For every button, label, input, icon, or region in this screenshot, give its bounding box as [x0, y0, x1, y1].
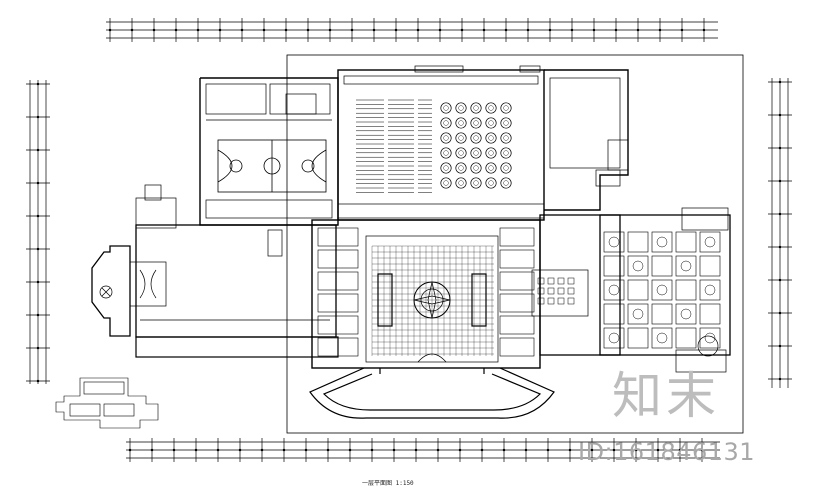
basketball-court-icon [217, 139, 327, 193]
auditorium-block [337, 65, 545, 221]
east-wing [531, 207, 731, 373]
east-upper-wing [544, 69, 629, 211]
hall-floor-grid [371, 245, 494, 356]
central-hall [311, 219, 541, 369]
key-plan [55, 377, 159, 429]
entrance-canopy [309, 367, 555, 419]
left-dimension-ticks [26, 82, 50, 383]
right-dimension-ticks [768, 80, 792, 381]
bottom-dimension-lines [126, 441, 720, 459]
drawing-caption: 一层平面图 1:150 [362, 480, 414, 487]
compass-rose-icon [413, 281, 451, 319]
right-dimension-lines [771, 78, 789, 388]
top-dimension-ticks [108, 18, 706, 42]
west-corridor [135, 184, 339, 358]
left-dimension-lines [29, 80, 47, 384]
round-table-icon [440, 102, 512, 189]
watermark-id: ID:161846131 [578, 438, 756, 466]
theater-seating [356, 99, 432, 193]
west-entrance [91, 245, 167, 337]
site-boundary [286, 54, 744, 434]
gymnasium-block [199, 77, 339, 226]
watermark-brand: 知末 [612, 367, 720, 425]
bottom-dimension-ticks [128, 438, 704, 462]
